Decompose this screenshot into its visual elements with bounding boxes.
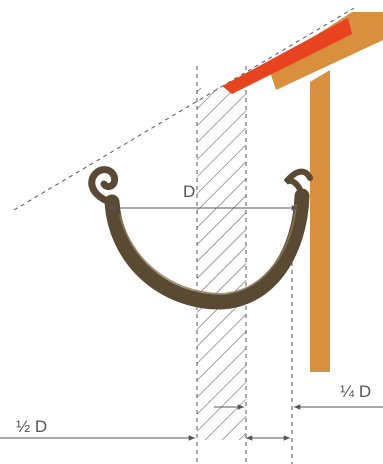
gutter-profile: [88, 166, 313, 310]
dimension-d-label: D: [183, 182, 195, 201]
fascia-board: [310, 70, 330, 372]
half-d-label: ½ D: [16, 417, 47, 436]
hatched-projection-band: [197, 88, 246, 440]
roof-slope-dashed-line: [13, 7, 355, 211]
quarter-d-label: ¼ D: [340, 382, 371, 401]
roof-tile: [222, 18, 352, 94]
roof-board: [268, 12, 383, 90]
